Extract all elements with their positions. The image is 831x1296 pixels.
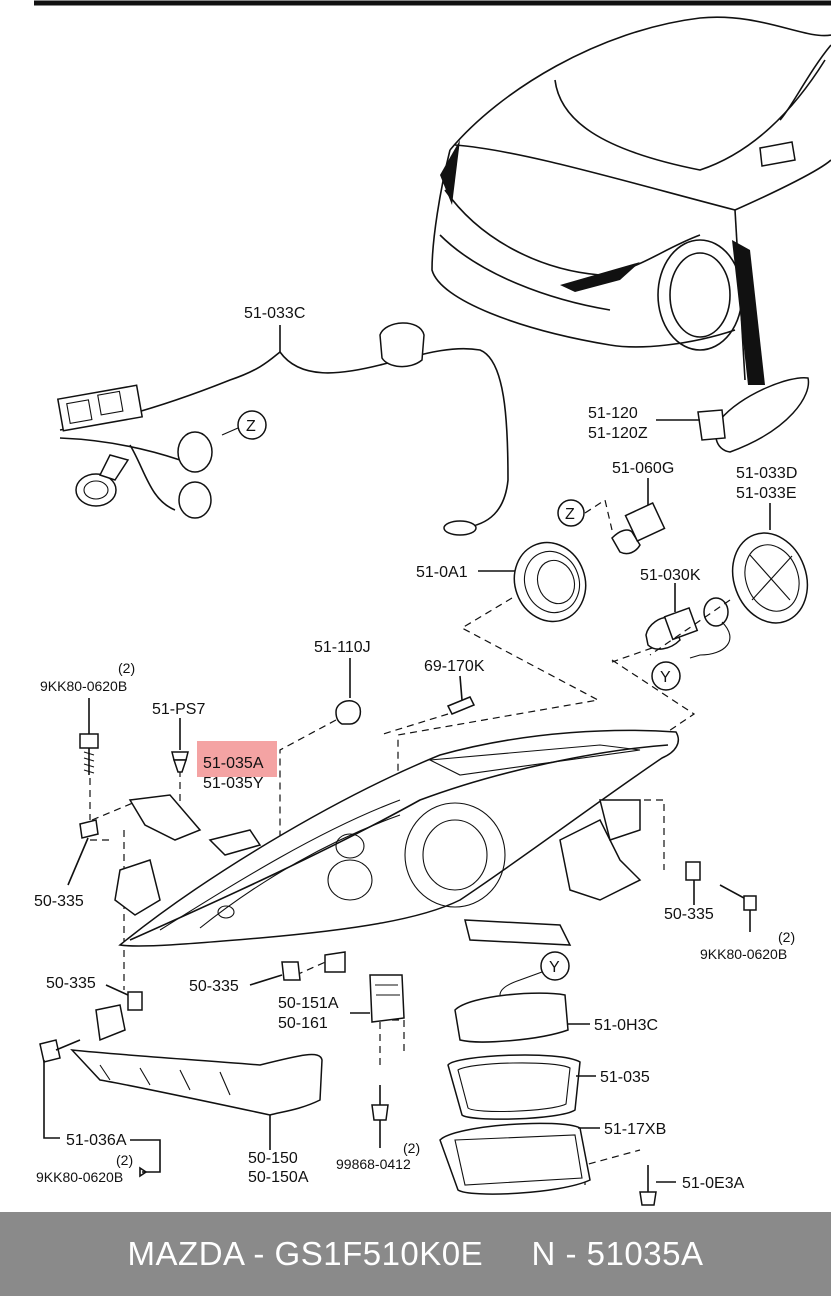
label-gasket-035: 51-035 — [600, 1069, 650, 1086]
label-unit-17xb: 51-17XB — [604, 1121, 666, 1138]
label-socket-d: 51-033D — [736, 465, 797, 482]
leader-036a — [130, 1139, 161, 1173]
side-turn-lamp — [656, 376, 810, 453]
callout-y-mid: Y — [660, 669, 671, 686]
label-side-lamp-1: 51-120 — [588, 405, 638, 422]
label-socket-e: 51-033E — [736, 485, 797, 502]
arrow-036a — [139, 1166, 148, 1178]
footer-brand-part: MAZDA - GS1F510K0E — [127, 1235, 484, 1272]
label-headlamp-a: 51-035A — [203, 755, 264, 772]
lower-bracket — [70, 1004, 323, 1150]
label-bolt-bottom-left: 9KK80-0620B — [36, 1169, 123, 1185]
fasteners — [39, 698, 757, 1206]
qty-bottom-left: (2) — [116, 1152, 133, 1168]
label-harness: 51-033C — [244, 305, 305, 322]
label-bulb-170k: 69-170K — [424, 658, 485, 675]
footer-ref-part: N - 51035A — [531, 1235, 704, 1272]
callout-z-top: Z — [246, 418, 256, 435]
label-screw-0e3a: 51-0E3A — [682, 1175, 745, 1192]
label-side-lamp-2: 51-120Z — [588, 425, 648, 442]
label-nut-bottom-left: 50-335 — [46, 975, 96, 992]
qty-right: (2) — [778, 929, 795, 945]
bracket-151a — [350, 974, 405, 1023]
bulbs-sockets — [335, 478, 809, 725]
label-bolt-right: 9KK80-0620B — [700, 946, 787, 962]
label-bulb-110j: 51-110J — [314, 639, 371, 656]
footer-spacer — [483, 1235, 531, 1273]
label-bracket-036a: 51-036A — [66, 1132, 127, 1149]
footer-bar: MAZDA - GS1F510K0E N - 51035A — [0, 1212, 831, 1296]
ballast-unit — [439, 951, 600, 1195]
label-bolt-left-top: 9KK80-0620B — [40, 678, 127, 694]
label-bracket-161: 50-161 — [278, 1015, 328, 1032]
label-nut-left: 50-335 — [34, 893, 84, 910]
wiring-harness — [56, 322, 509, 536]
label-nut-bottom-mid: 50-335 — [189, 978, 239, 995]
qty-left-top: (2) — [118, 660, 135, 676]
callout-y-bottom-text: Y — [549, 959, 560, 976]
parts-diagram: 51-033C Z 51-120 51-120Z 51-060G 51-033D… — [34, 0, 831, 1206]
qty-bottom-mid: (2) — [403, 1140, 420, 1156]
label-cap-0a1: 51-0A1 — [416, 564, 468, 581]
label-bracket-151a: 50-151A — [278, 995, 339, 1012]
label-bulb-060g: 51-060G — [612, 460, 674, 477]
label-bulb-030k: 51-030K — [640, 567, 701, 584]
headlamp-assembly — [114, 729, 680, 973]
callout-z-mid: Z — [565, 506, 575, 523]
car-illustration — [431, 16, 831, 385]
highlight-box — [197, 741, 277, 777]
label-headlamp-y: 51-035Y — [203, 775, 264, 792]
label-panel-150a: 50-150A — [248, 1169, 309, 1186]
label-clip-ps7: 51-PS7 — [152, 701, 205, 718]
label-screw-99868: 99868-0412 — [336, 1156, 411, 1172]
label-cover-0h3c: 51-0H3C — [594, 1017, 658, 1034]
label-panel-150: 50-150 — [248, 1150, 298, 1167]
label-nut-right: 50-335 — [664, 906, 714, 923]
